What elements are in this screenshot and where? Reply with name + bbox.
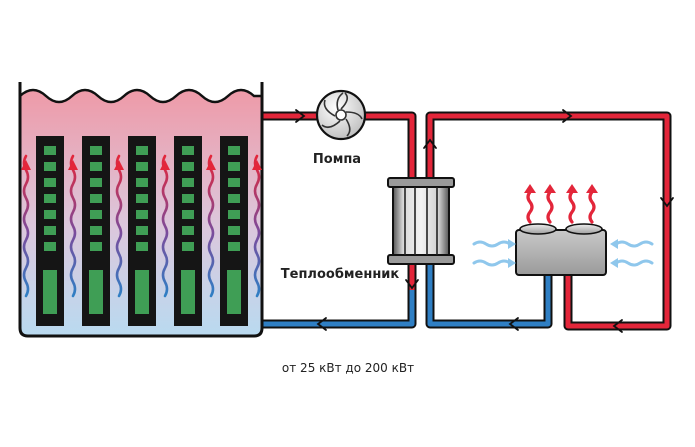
heat-waves xyxy=(21,154,262,298)
arrow-right-icon xyxy=(295,109,306,123)
arrow-up-icon xyxy=(68,160,78,170)
hot-air-arrowheads xyxy=(524,184,598,193)
server-group xyxy=(36,136,248,326)
cool-air-arrowheads xyxy=(508,239,618,268)
heat-wave xyxy=(22,154,30,298)
hot-loop-pipe xyxy=(425,111,672,331)
heat-wave xyxy=(69,154,77,298)
flow-arrows xyxy=(295,109,674,333)
impeller-icon xyxy=(315,89,367,141)
server-blade xyxy=(36,136,64,326)
capacity-caption: от 25 кВт до 200 кВт xyxy=(282,361,414,375)
hot-air-waves xyxy=(526,190,596,224)
cold-pipe xyxy=(262,290,417,329)
server-blade xyxy=(82,136,110,326)
heat-wave xyxy=(253,154,261,298)
server-blade xyxy=(128,136,156,326)
arrow-down-icon xyxy=(405,279,419,290)
heat-wave xyxy=(207,154,215,298)
heat-exchanger-icon xyxy=(387,177,455,265)
server-blade xyxy=(220,136,248,326)
dry-cooler-icon xyxy=(515,223,607,276)
liquid-surface xyxy=(19,88,262,104)
cold-loop-pipe xyxy=(425,250,553,329)
heat-wave xyxy=(115,154,123,298)
arrow-left-icon xyxy=(612,319,623,333)
arrow-up-icon xyxy=(423,138,437,149)
arrow-down-icon xyxy=(660,197,674,208)
arrow-left-icon xyxy=(316,317,327,331)
arrow-up-icon xyxy=(206,160,216,170)
heat-wave xyxy=(161,154,169,298)
arrow-left-icon xyxy=(508,317,519,331)
arrow-up-icon xyxy=(160,160,170,170)
arrow-up-icon xyxy=(21,160,31,170)
pump-label: Помпа xyxy=(313,152,361,167)
arrow-up-icon xyxy=(252,160,262,170)
arrow-right-icon xyxy=(562,109,573,123)
heat-exchanger-label: Теплообменник xyxy=(281,267,400,282)
cool-air-waves xyxy=(472,240,654,267)
server-blade xyxy=(174,136,202,326)
arrow-up-icon xyxy=(114,160,124,170)
